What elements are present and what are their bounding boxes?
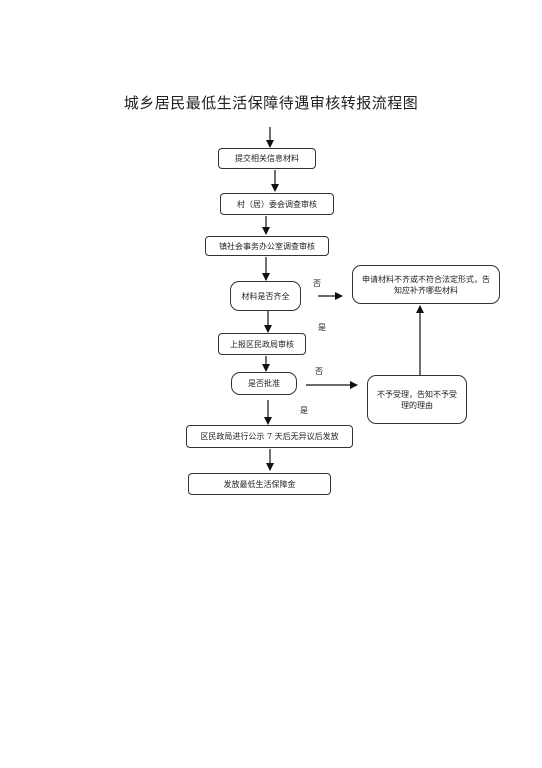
node-complete-question: 材料是否齐全	[230, 281, 301, 311]
node-issue: 发放最低生活保障金	[188, 473, 331, 495]
label-no-complete: 否	[313, 279, 321, 288]
node-incomplete: 申请材料不齐或不符合法定形式，告知应补齐哪些材料	[352, 265, 500, 304]
chart-title: 城乡居民最低生活保障待遇审核转报流程图	[123, 94, 419, 112]
node-submit: 提交相关信息材料	[218, 148, 316, 169]
node-reject: 不予受理，告知不予受理的理由	[367, 375, 467, 424]
label-yes-complete: 是	[318, 323, 326, 332]
node-village: 村（居）委会调查审核	[220, 193, 334, 215]
node-town: 镇社会事务办公室调查审核	[205, 236, 329, 256]
node-approve-question: 是否批准	[231, 372, 297, 395]
label-no-approve: 否	[315, 367, 323, 376]
node-district: 上报区民政局审核	[218, 333, 306, 355]
node-publicity: 区民政局进行公示 7 天后无异议后发放	[186, 425, 353, 448]
label-yes-approve: 是	[300, 406, 308, 415]
